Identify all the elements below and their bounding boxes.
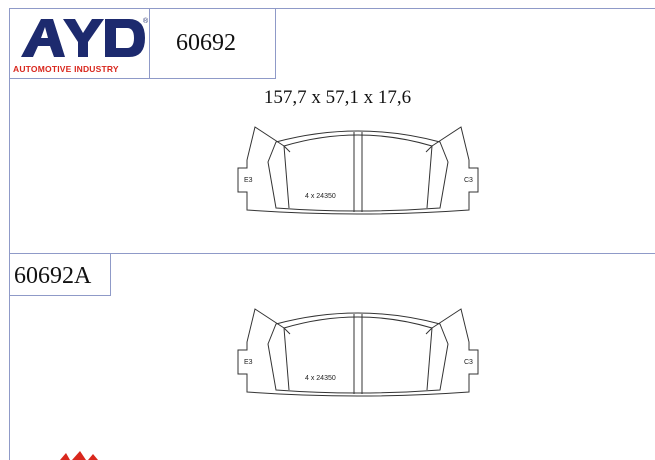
sheet-top-border [9, 8, 655, 9]
clip-label-right: C3 [464, 359, 473, 366]
number-cell-divider [275, 8, 276, 78]
clip-label-left: E3 [244, 177, 253, 184]
shim-label: 4 x 24350 [305, 375, 336, 382]
variant-cell-right-border [110, 253, 111, 295]
variant-part-number: 60692A [14, 263, 92, 289]
variant-cell-bottom-border [9, 295, 111, 296]
red-emblem-icon [60, 451, 98, 460]
pad-dimensions: 157,7 x 57,1 x 17,6 [0, 87, 655, 109]
pad-dimensions-text: 157,7 x 57,1 x 17,6 [263, 87, 412, 108]
logo-cell-divider [149, 8, 150, 78]
sheet-left-border [9, 8, 10, 460]
ayd-logo-icon: ® [21, 17, 149, 57]
brake-pad-drawing-bottom: E3 C3 4 x 24350 [237, 308, 479, 397]
brand-logo: ® AUTOMOTIVE INDUSTRY [9, 9, 149, 77]
brake-pad-drawing-top: E3 C3 4 x 24350 [237, 126, 479, 215]
clip-label-right: C3 [464, 177, 473, 184]
shim-label: 4 x 24350 [305, 193, 336, 200]
part-number: 60692 [176, 30, 236, 56]
section-divider [9, 253, 655, 254]
brand-subtitle: AUTOMOTIVE INDUSTRY [13, 64, 119, 74]
header-bottom-border [9, 78, 276, 79]
clip-label-left: E3 [244, 359, 253, 366]
registered-mark: ® [143, 17, 149, 25]
